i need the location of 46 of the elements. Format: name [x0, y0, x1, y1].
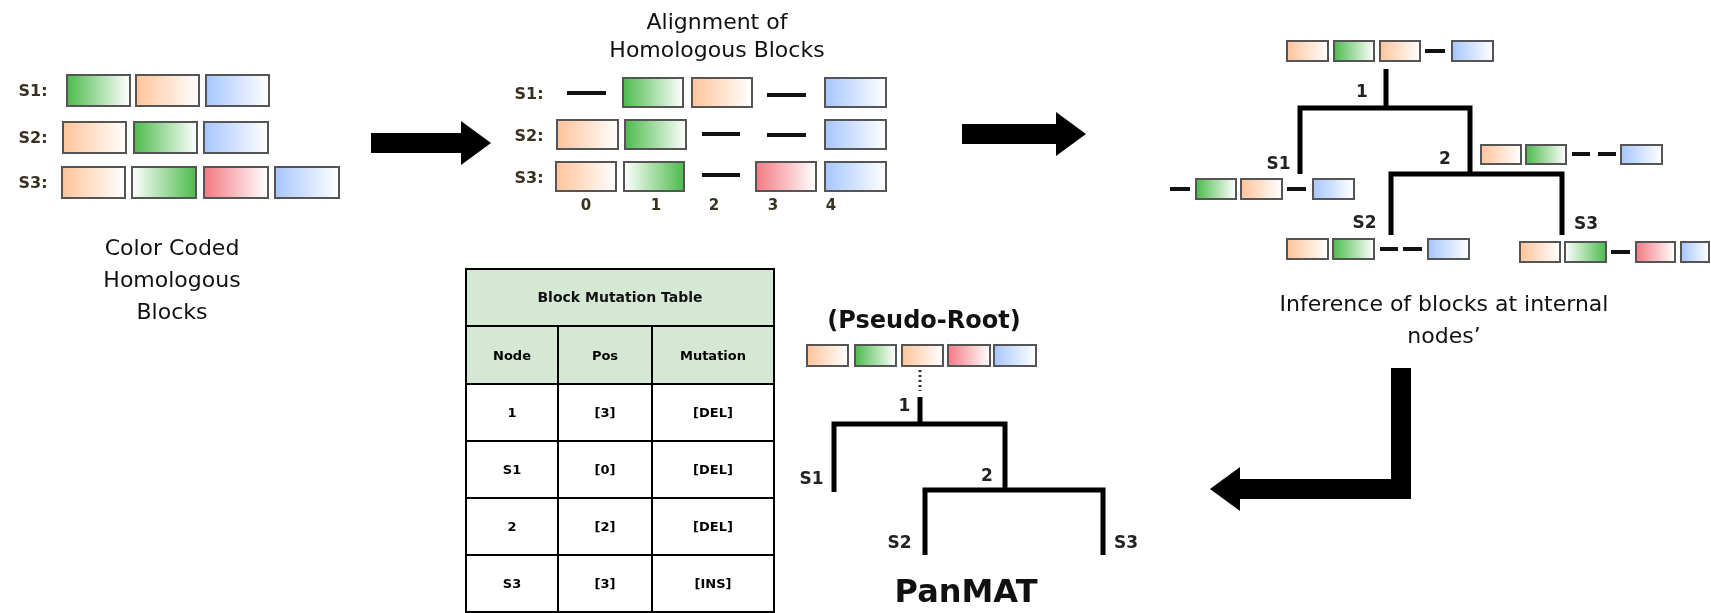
table-cell: [3]	[557, 383, 651, 440]
column-header: Mutation	[651, 325, 773, 383]
column-header: Node	[467, 325, 557, 383]
position-index: 2	[707, 195, 721, 215]
sequence-label: S2:	[17, 126, 49, 149]
tree-node-label: S1	[798, 467, 825, 489]
panel-label: Inference of blocks at internal nodes’	[1278, 290, 1610, 350]
arrow	[371, 121, 491, 165]
table-cell: 2	[467, 497, 557, 554]
arrow	[962, 112, 1086, 156]
sequence-label: S1:	[513, 82, 545, 105]
panel-title: Alignment of Homologous Blocks	[608, 8, 826, 64]
tree-node-label: S2	[1351, 211, 1378, 233]
panel-label: Color Coded Homologous Blocks	[102, 234, 242, 326]
sequence-label: S2:	[513, 124, 545, 147]
sequence-label: S1:	[17, 79, 49, 102]
table-cell: [DEL]	[651, 440, 773, 497]
position-index: 0	[579, 195, 593, 215]
table-cell: [3]	[557, 554, 651, 611]
table-cell: [DEL]	[651, 383, 773, 440]
position-index: 3	[766, 195, 780, 215]
arrow	[1210, 368, 1411, 511]
sequence-label: S3:	[513, 166, 545, 189]
table-cell: [2]	[557, 497, 651, 554]
tree-node-label: 2	[980, 464, 994, 486]
tree-node-label: 1	[1355, 80, 1369, 102]
root-label: (Pseudo-Root)	[826, 305, 1022, 335]
tree-node-label: S3	[1572, 212, 1600, 234]
table-cell: [0]	[557, 440, 651, 497]
tree-node-label: S2	[886, 531, 913, 553]
column-header: Pos	[557, 325, 651, 383]
tree-node-label: 2	[1438, 147, 1452, 169]
sequence-label: S3:	[17, 171, 49, 194]
table-cell: S3	[467, 554, 557, 611]
tree-node-label: 1	[897, 394, 912, 416]
table-cell: 1	[467, 383, 557, 440]
table-cell: S1	[467, 440, 557, 497]
tree-node-label: S3	[1112, 531, 1140, 553]
table-cell: [DEL]	[651, 497, 773, 554]
tree-node-label: S1	[1265, 152, 1292, 174]
position-index: 4	[824, 195, 838, 215]
position-index: 1	[649, 195, 663, 215]
table-cell: [INS]	[651, 554, 773, 611]
panel-title: PanMAT	[893, 572, 1039, 610]
table-title: Block Mutation Table	[467, 270, 773, 325]
mutation-table	[465, 268, 775, 613]
